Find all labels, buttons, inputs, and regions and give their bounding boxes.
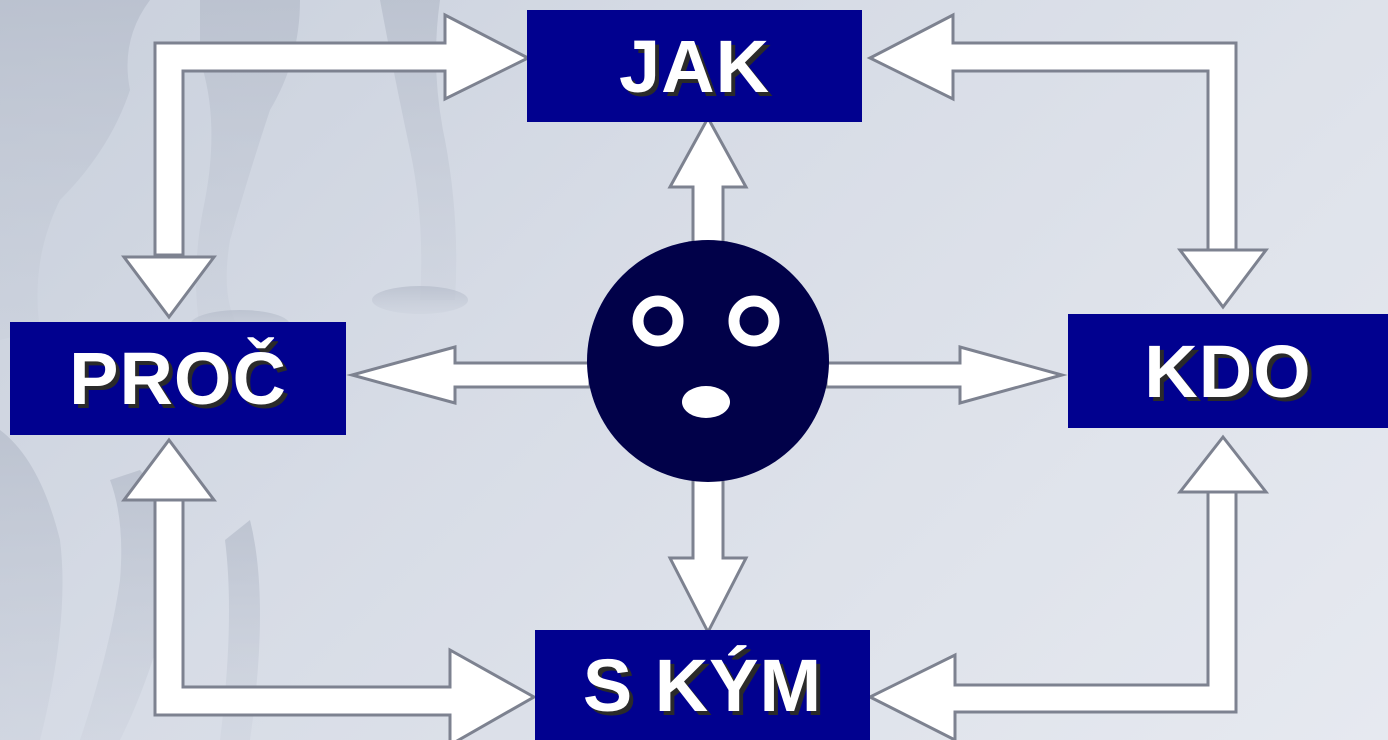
arrow-center-jak bbox=[667, 114, 749, 254]
arrow-proc-jak bbox=[153, 12, 532, 257]
arrow-kdo-jak bbox=[866, 12, 1238, 252]
box-kdo: KDO bbox=[1068, 314, 1388, 428]
arrow-head-to-proc bbox=[121, 255, 217, 320]
box-s-kym-label: S KÝM bbox=[582, 643, 823, 727]
box-jak-label: JAK bbox=[618, 24, 771, 108]
arrows bbox=[121, 12, 1270, 740]
arrow-center-kdo bbox=[824, 345, 1068, 405]
box-kdo-label: KDO bbox=[1144, 329, 1312, 413]
arrow-head-to-kdo bbox=[1176, 248, 1270, 310]
arrow-proc-skym bbox=[153, 498, 538, 740]
box-s-kym: S KÝM bbox=[535, 630, 870, 740]
arrow-kdo-skym bbox=[866, 488, 1238, 740]
arrow-center-proc bbox=[346, 345, 592, 405]
box-proc-label: PROČ bbox=[69, 337, 287, 420]
mouth-icon bbox=[682, 386, 730, 418]
arrow-center-skym bbox=[667, 468, 749, 636]
arrow-head-to-proc-from-below bbox=[121, 437, 217, 502]
surprised-face-icon bbox=[587, 240, 829, 482]
box-proc: PROČ bbox=[10, 322, 346, 435]
left-eye-icon bbox=[632, 295, 684, 347]
right-eye-icon bbox=[728, 295, 780, 347]
arrow-head-to-kdo-from-below bbox=[1176, 434, 1270, 494]
box-jak: JAK bbox=[527, 10, 862, 122]
